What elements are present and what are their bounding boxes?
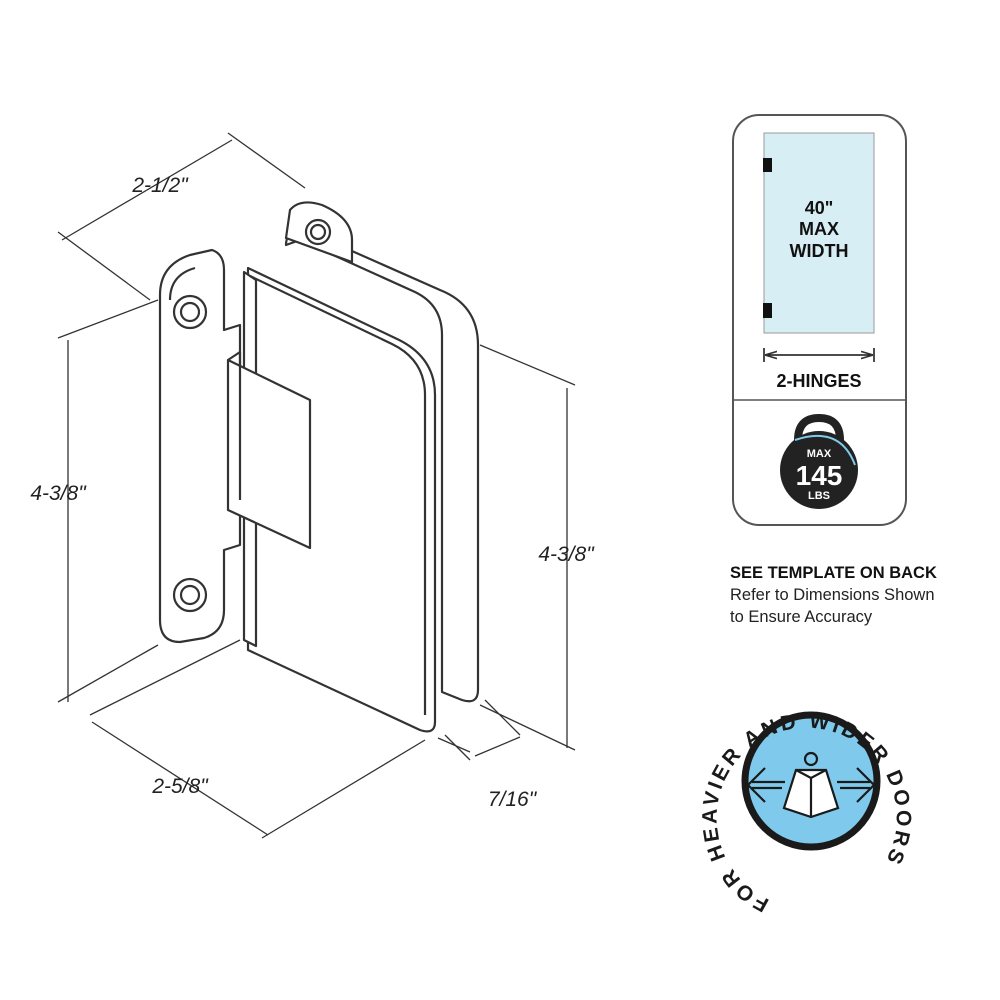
dim-glass-thickness: 7/16" <box>488 788 538 811</box>
dim-right-height: 4-3/8" <box>538 543 595 566</box>
heavier-wider-badge: FOR HEAVIER AND WIDER DOORS <box>699 709 912 916</box>
weight-max-label: MAX <box>807 448 832 460</box>
hinge-top-icon <box>763 158 772 172</box>
dimension-lines <box>57 132 576 839</box>
dim-left-height: 4-3/8" <box>30 482 87 505</box>
door-spec-card: 40" MAX WIDTH 2-HINGES MAX 145 LBS <box>732 114 907 526</box>
weight-value: 145 <box>796 460 843 491</box>
dim-top-width: 2-1/2" <box>131 174 189 197</box>
max-width-line2: MAX <box>799 219 839 239</box>
glass-door-icon <box>763 132 875 334</box>
hinge-illustration <box>158 201 480 733</box>
weight-icon: MAX 145 LBS <box>780 413 858 509</box>
max-width-line1: 40" <box>805 198 834 218</box>
note-line2: to Ensure Accuracy <box>730 608 873 626</box>
dim-bottom-width: 2-5/8" <box>151 775 209 798</box>
weight-unit: LBS <box>808 490 830 502</box>
max-width-line3: WIDTH <box>790 241 849 261</box>
note-line1: Refer to Dimensions Shown <box>730 586 935 604</box>
template-note: SEE TEMPLATE ON BACK Refer to Dimensions… <box>730 562 1000 628</box>
weight-arrows-icon <box>746 751 876 819</box>
note-heading: SEE TEMPLATE ON BACK <box>730 564 937 582</box>
hinges-count: 2-HINGES <box>776 371 861 391</box>
hinge-bottom-icon <box>763 303 772 318</box>
